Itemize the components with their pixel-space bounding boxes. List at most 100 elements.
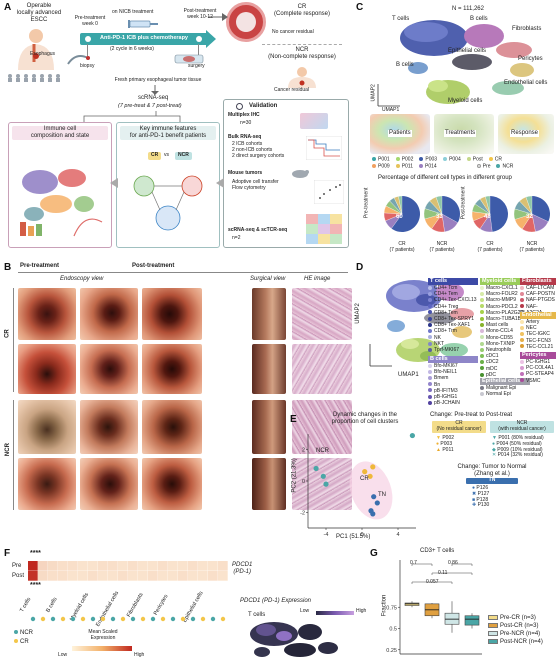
- legend-swatch: [480, 391, 484, 396]
- legend-text: Macro-PLA2G2D: [486, 309, 525, 316]
- pca-y-tick-label: 0: [302, 479, 305, 485]
- legend-item: Tprf-MKI67: [428, 347, 478, 353]
- heatmap-cell: [168, 561, 178, 571]
- arrow-to-cr-icon: [208, 13, 228, 21]
- immune-composition-title: Immune cell composition and state: [12, 126, 108, 141]
- stars-bottom: ****: [30, 582, 41, 589]
- legend-item: Macro-TUBA1B: [480, 316, 530, 322]
- validation-mouse-2: Flow cytometry: [232, 185, 266, 191]
- legend-swatch: [480, 329, 484, 334]
- legend-item: NKT: [428, 341, 478, 347]
- icb-bar-sublabel: (2 cycle in 6 weeks): [110, 46, 154, 52]
- response-dot: [120, 616, 126, 622]
- boxplot-chart: 0.250.50.75: [386, 560, 482, 655]
- legend-item: pB-JCHAIN: [428, 400, 478, 406]
- icb-bar-arrow-icon: [206, 30, 216, 48]
- pca-point-ncr: [323, 481, 329, 487]
- heatmap-cell: [158, 561, 168, 571]
- cr-tag: CR: [148, 152, 162, 160]
- legend-item: NEC: [520, 325, 556, 331]
- umap-label-myeloid: Myeloid cells: [448, 98, 483, 104]
- legend-cr: CR: [488, 156, 502, 163]
- legend-swatch: [428, 341, 432, 346]
- cr-legend-p002: ▼ P002: [436, 435, 455, 441]
- col-label-tcells: T cells: [19, 596, 33, 614]
- esophagus-label: Esophagus: [30, 51, 56, 57]
- pca-label-ncr: NCR: [316, 448, 329, 454]
- sig-bracket: [431, 572, 473, 575]
- panel-f-letter: F: [4, 548, 11, 559]
- surgical-photo-ncr-1: [252, 400, 286, 454]
- legend-swatch: [428, 388, 432, 393]
- legend-swatch: [480, 322, 484, 327]
- scrna-label: scRNA-seq: [138, 95, 169, 101]
- pca-ylabel: PC2 (21.3%): [291, 458, 298, 493]
- umap1-axis-d: UMAP1: [398, 372, 419, 378]
- on-treatment-label: on NICB treatment: [112, 9, 154, 15]
- legend-swatch: [520, 378, 524, 383]
- legend-item: cDC1: [480, 353, 530, 359]
- legend-item: cDC2: [480, 359, 530, 365]
- endoscopy-photo-cr-post-2: [142, 288, 202, 340]
- pie-group-cr-1: CR (7 patients): [389, 241, 415, 253]
- legend-text: PC-COL4A1: [526, 365, 554, 372]
- legend-item: PC-STEAP4: [520, 371, 556, 377]
- box-y-tick-label: 0.25: [386, 648, 397, 654]
- vs-tag: vs: [164, 152, 169, 158]
- pre-treatment-header: Pre-treatment: [20, 263, 60, 269]
- endoscopy-header: Endoscopy view: [60, 276, 104, 282]
- timeline-line-post: [198, 44, 199, 56]
- legend-swatch: [520, 304, 524, 309]
- residual-person-icon: [288, 67, 316, 88]
- heatmap-cell: [48, 561, 58, 571]
- endoscopy-photo-cr-post-1: [80, 288, 138, 340]
- legend-text: Mono-CCL4: [486, 328, 513, 335]
- pd1-umap-tcells: T cells: [248, 612, 266, 618]
- legend-text: Mast cells: [486, 322, 509, 329]
- boxplot-title: CD3+ T cells: [420, 548, 455, 554]
- legend-swatch: [428, 347, 432, 352]
- legend-item: CD8+ Trm: [428, 328, 478, 334]
- heatmap-cell: [78, 571, 88, 581]
- legend-swatch: [480, 360, 484, 365]
- box-legend-post-ncr: Post-NCR (n=4): [488, 638, 543, 646]
- validation-bulk-2: 2 non-ICB cohorts: [232, 147, 273, 153]
- heatmap-cell: [138, 561, 148, 571]
- legend-swatch: [480, 341, 484, 346]
- response-dot: [110, 616, 116, 622]
- legend-swatch: [480, 335, 484, 340]
- cell-count-label: N = 111,262: [452, 6, 484, 12]
- endoscopy-photo-ncr-post-3: [80, 458, 138, 510]
- pd1-umap-gradient: [316, 611, 354, 615]
- pca-point-cr: [362, 469, 368, 475]
- heatmap-cell: [108, 561, 118, 571]
- he-image-ncr-2: [292, 458, 352, 510]
- ncr-legend-p001: ▼ P001 (80% residual): [492, 435, 544, 441]
- pie-slice-main: [442, 196, 460, 223]
- pie-chart: [383, 195, 550, 233]
- umap1-axis-c: UMAP1: [382, 107, 400, 113]
- ncr-legend-items: ▼ P001 (80% residual) ● P004 (50% residu…: [492, 435, 544, 459]
- legend-swatch: [520, 365, 524, 370]
- legend-swatch: [480, 385, 484, 390]
- legend-item: Mast cells: [480, 322, 530, 328]
- facet-label-patients: Patients: [388, 130, 412, 138]
- legend-swatch: [428, 304, 432, 309]
- response-dot: [190, 616, 196, 622]
- legend-text: TEC-IGKC: [526, 331, 550, 338]
- pd1-umap-high: High: [356, 608, 367, 614]
- pca-point-ncr: [320, 473, 326, 479]
- umap2-axis-d: UMAP2: [354, 303, 361, 324]
- legend-swatch: [520, 325, 524, 330]
- pca-point-tn: [374, 500, 380, 506]
- icb-bar-label: Anti-PD-1 ICB plus chemotherapy: [99, 35, 188, 41]
- legend-item: Macro-PDCL2: [480, 304, 530, 310]
- legend-text: Mono-CD55: [486, 334, 513, 341]
- sig-bracket: [411, 581, 453, 584]
- legend-item: Mono-CCL4: [480, 328, 530, 334]
- gene-label: PDCD1 (PD-1): [232, 562, 253, 575]
- heatmap-cell: [98, 571, 108, 581]
- he-image-cr-2: [292, 344, 352, 394]
- validation-mouse: Mouse tumors: [228, 170, 263, 176]
